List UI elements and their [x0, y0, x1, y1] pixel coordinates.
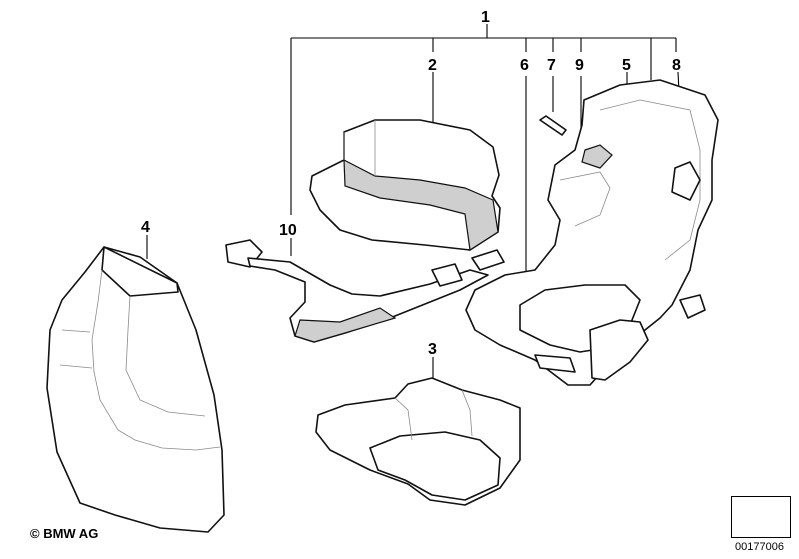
part-7-screw	[539, 115, 567, 136]
callout-8: 8	[672, 57, 681, 74]
callout-9: 9	[575, 57, 584, 74]
callout-3: 3	[428, 341, 437, 358]
part-2-cushion	[309, 119, 501, 252]
callout-4: 4	[141, 219, 150, 236]
callout-6: 6	[520, 57, 529, 74]
callout-1: 1	[481, 9, 490, 26]
diagram-id-label: 00177006	[735, 541, 784, 553]
part-10-belt	[225, 239, 505, 343]
callout-5: 5	[622, 57, 631, 74]
callout-labels: 1 2 3 4 5 6 7 8 9 10	[141, 9, 681, 358]
part-4-cover	[46, 246, 225, 533]
callout-10: 10	[279, 222, 297, 239]
part-3-seat-base	[315, 377, 521, 506]
diagram-id-box	[731, 496, 791, 538]
callout-7: 7	[547, 57, 556, 74]
main-child-seat	[465, 79, 719, 386]
copyright-label: © BMW AG	[30, 526, 99, 541]
callout-2: 2	[428, 57, 437, 74]
